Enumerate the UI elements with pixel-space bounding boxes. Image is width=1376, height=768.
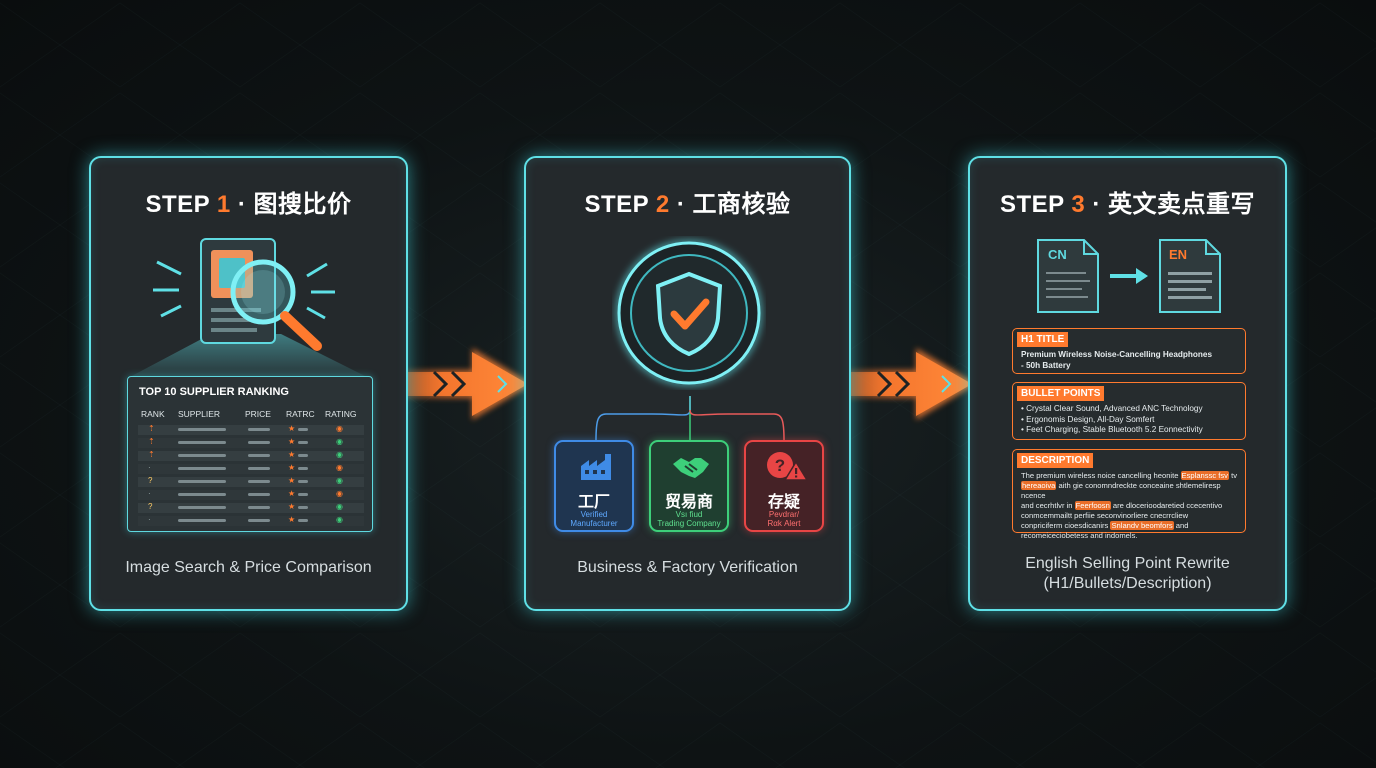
en-document-icon — [1159, 239, 1221, 313]
question-warning-icon: ? — [767, 452, 808, 481]
flow-arrow-2 — [816, 348, 976, 420]
risk-alert-box: ? 存疑 Pevdrar/ Rαk Αlert — [744, 440, 824, 532]
image-search-icon — [131, 238, 371, 379]
flow-arrow-1 — [372, 348, 532, 420]
step2-caption: Business & Factory Verification — [577, 559, 798, 576]
table-row: ·★◉ — [138, 489, 364, 500]
description-section: DESCRIPTION The premium wireless noice c… — [1012, 449, 1246, 540]
handshake-icon — [673, 458, 709, 478]
branch-connector — [595, 396, 785, 440]
step2-title: STEP 2 · 工商核验 — [584, 191, 791, 218]
list-item: • Crystal Clear Sound, Advanced ANC Tech… — [1021, 404, 1203, 413]
step1-title: STEP 1 · 图搜比价 — [145, 191, 352, 218]
col-header-rank: RANK — [141, 409, 165, 419]
bullet-points-section: BULLET POINTS • Crystal Clear Sound, Adv… — [1012, 382, 1246, 440]
list-item: • Feet Charging, Stable Bluetooth 5.2 Eo… — [1021, 425, 1203, 434]
table-row: ?★◉ — [138, 502, 364, 513]
col-header-supplier: SUPPLIER — [178, 409, 221, 419]
table-row: ·★◉ — [138, 463, 364, 474]
step3-caption: English Selling Point Rewrite (H1/Bullet… — [1025, 555, 1230, 592]
table-row: ?★◉ — [138, 476, 364, 487]
h1-title-section: H1 TITLE Premium Wireless Noise-Cancelli… — [1012, 328, 1246, 374]
shield-check-icon — [617, 241, 761, 385]
table-title: TOP 10 SUPPLIER RANKING — [139, 386, 289, 398]
list-item: • Ergonomis Design, All-Day Somfert — [1021, 414, 1155, 424]
step2-number: 2 — [655, 191, 670, 218]
translate-arrow-icon — [1110, 268, 1148, 284]
col-header-rating: RATING — [325, 409, 357, 419]
step3-title: STEP 3 · 英文卖点重写 — [999, 191, 1256, 218]
step3-card: STEP 3 · 英文卖点重写 CN EN H1 TITLE Premium W… — [968, 156, 1287, 611]
trading-company-box: 贸易商 Vsı ﬁud Trading Company — [649, 440, 729, 532]
col-header-ratrc: RATRC — [286, 409, 315, 419]
table-row: ·★◉ — [138, 515, 364, 526]
table-row: ⇡★◉ — [138, 437, 364, 448]
verified-manufacturer-box: 工厂 Verified Manufacturer — [554, 440, 634, 532]
step1-card: STEP 1 · 图搜比价 TOP 10 SUPPLIER RANKING RA… — [89, 156, 408, 611]
cn-label: CN — [1048, 247, 1067, 262]
en-label: EN — [1169, 247, 1188, 262]
table-row: ⇡★◉ — [138, 450, 364, 461]
svg-text:?: ? — [775, 456, 785, 475]
step1-number: 1 — [216, 191, 231, 218]
table-row: ⇡★◉ — [138, 424, 364, 435]
col-header-price: PRICE — [245, 409, 271, 419]
step3-number: 3 — [1071, 191, 1086, 218]
step1-caption: Image Search & Price Comparison — [125, 559, 372, 576]
supplier-ranking-table: TOP 10 SUPPLIER RANKING RANK SUPPLIER PR… — [127, 376, 373, 532]
cn-document-icon — [1037, 239, 1099, 313]
step2-card: STEP 2 · 工商核验 工厂 Verified Manufacturer 贸… — [524, 156, 851, 611]
factory-icon — [581, 454, 611, 480]
